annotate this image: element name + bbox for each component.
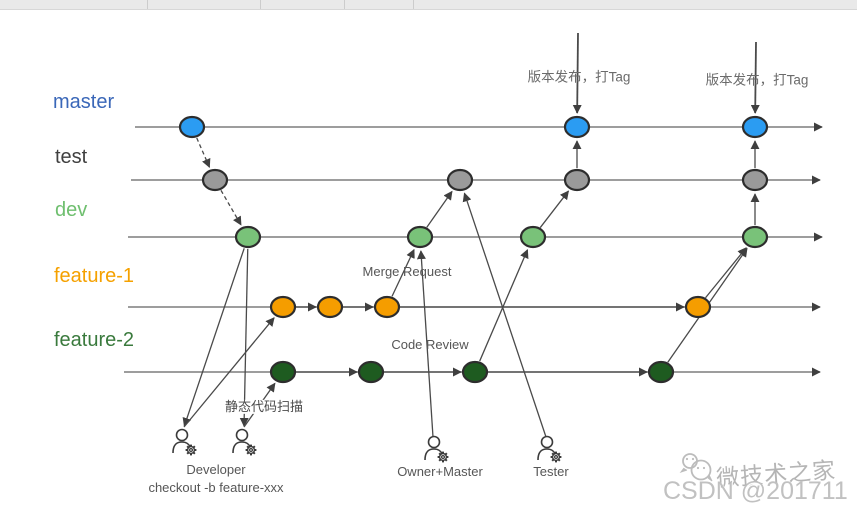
developer-icon-1	[172, 428, 197, 456]
branch-label-feature-1: feature-1	[54, 265, 135, 287]
owner-icon	[424, 435, 449, 463]
flow-arrow	[416, 250, 434, 438]
commit-test-4	[741, 168, 769, 192]
flow-arrow	[705, 247, 747, 299]
release-tag-annotation-2: 版本发布，打Tag	[705, 72, 809, 88]
flow-arrow	[183, 317, 275, 428]
flow-arrow	[462, 192, 547, 438]
release-tag-annotation-1: 版本发布，打Tag	[527, 69, 631, 85]
developer-label: Developer	[186, 461, 246, 477]
commit-feature-1-4	[684, 295, 712, 319]
developer-checkout-label: checkout -b feature-xxx	[148, 479, 284, 495]
commit-dev-3	[519, 225, 547, 249]
commit-feature-2-4	[647, 360, 675, 384]
commit-dev-1	[234, 225, 262, 249]
flow-arrow	[391, 248, 415, 297]
commit-feature-1-3	[373, 295, 401, 319]
flow-arrow	[572, 32, 582, 114]
top-bar-divider	[260, 0, 261, 9]
merge-request-annotation: Merge Request	[362, 263, 452, 279]
commit-master-1	[178, 115, 206, 139]
commit-feature-2-2	[357, 360, 385, 384]
commit-master-3	[741, 115, 769, 139]
window-top-bar	[0, 0, 857, 10]
commit-test-2	[446, 168, 474, 192]
commit-test-3	[563, 168, 591, 192]
commit-dev-2	[406, 225, 434, 249]
flow-arrow	[750, 41, 760, 114]
top-bar-divider	[344, 0, 345, 9]
static-scan-annotation: 静态代码扫描	[222, 398, 306, 415]
code-review-annotation: Code Review	[391, 336, 469, 352]
top-bar-divider	[413, 0, 414, 9]
commit-feature-1-1	[269, 295, 297, 319]
commit-master-2	[563, 115, 591, 139]
watermark-csdn-text: CSDN @201711	[663, 477, 848, 505]
branch-label-test: test	[55, 146, 88, 168]
flow-arrow	[239, 248, 249, 427]
commit-feature-2-3	[461, 360, 489, 384]
commit-test-1	[201, 168, 229, 192]
flow-arrow	[539, 190, 569, 228]
tester-label: Tester	[533, 463, 569, 479]
watermark-wechat-icon	[679, 453, 713, 482]
tester-icon	[537, 435, 562, 463]
developer-icon-2	[232, 428, 257, 456]
commit-feature-2-1	[269, 360, 297, 384]
flow-arrow	[220, 189, 242, 226]
flow-arrow	[196, 137, 211, 168]
flow-arrow	[426, 190, 453, 228]
owner-master-label: Owner+Master	[397, 463, 483, 479]
branch-label-dev: dev	[55, 199, 88, 221]
branch-label-master: master	[53, 91, 115, 113]
commit-dev-4	[741, 225, 769, 249]
branch-label-feature-2: feature-2	[54, 329, 135, 351]
top-bar-divider	[147, 0, 148, 9]
commit-feature-1-2	[316, 295, 344, 319]
flow-arrow	[479, 249, 529, 362]
flow-arrow	[182, 248, 245, 427]
